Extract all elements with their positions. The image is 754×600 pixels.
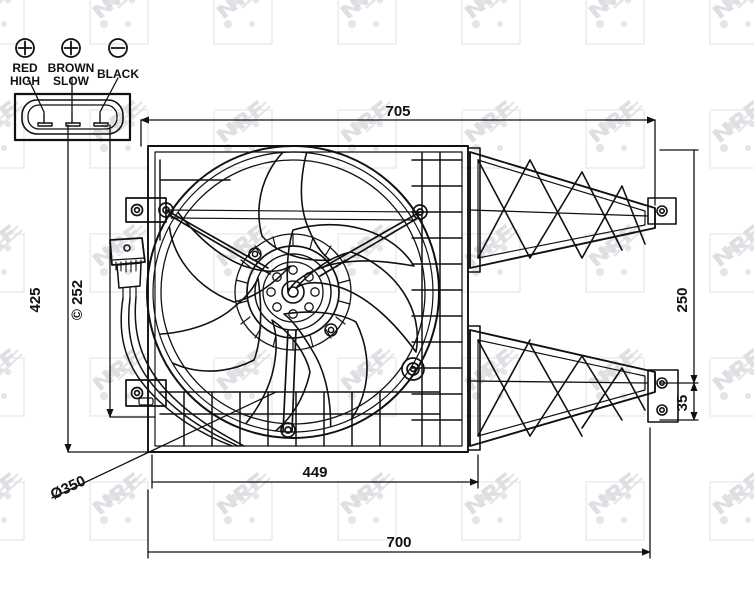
- pin-brown-slow-line2: SLOW: [53, 74, 90, 88]
- dimension-framework: [51, 116, 699, 559]
- pin-red-high-line2: HIGH: [10, 74, 40, 88]
- pin-black-line1: BLACK: [97, 67, 139, 81]
- upper-truss-bracket: [467, 147, 677, 273]
- shroud-grille-ribs: [159, 151, 463, 447]
- dim-700-label: 700: [386, 534, 411, 551]
- fan-shroud-frame: [146, 145, 469, 453]
- lower-truss-bracket: [467, 325, 679, 451]
- dim-250-label: 250: [674, 287, 691, 312]
- pin-brown-slow-line1: BROWN: [48, 61, 95, 75]
- connector-wires: [120, 296, 245, 447]
- dim-252-label: © 252: [69, 280, 86, 320]
- dim-35-label: 35: [674, 395, 691, 412]
- polarity-symbols: [15, 38, 128, 58]
- dim-705-label: 705: [385, 103, 410, 120]
- mounting-tabs-left: [125, 197, 167, 407]
- connector-pinout-detail: [13, 38, 132, 142]
- wiring-connector-plug: [109, 237, 146, 299]
- fan-motor-hub: [234, 233, 352, 351]
- pin-red-high-line1: RED: [12, 61, 38, 75]
- dim-d350-label: Ø350: [48, 472, 88, 503]
- dim-449-label: 449: [302, 464, 327, 481]
- motor-support-spokes: [158, 202, 428, 438]
- dim-425-label: 425: [27, 287, 44, 312]
